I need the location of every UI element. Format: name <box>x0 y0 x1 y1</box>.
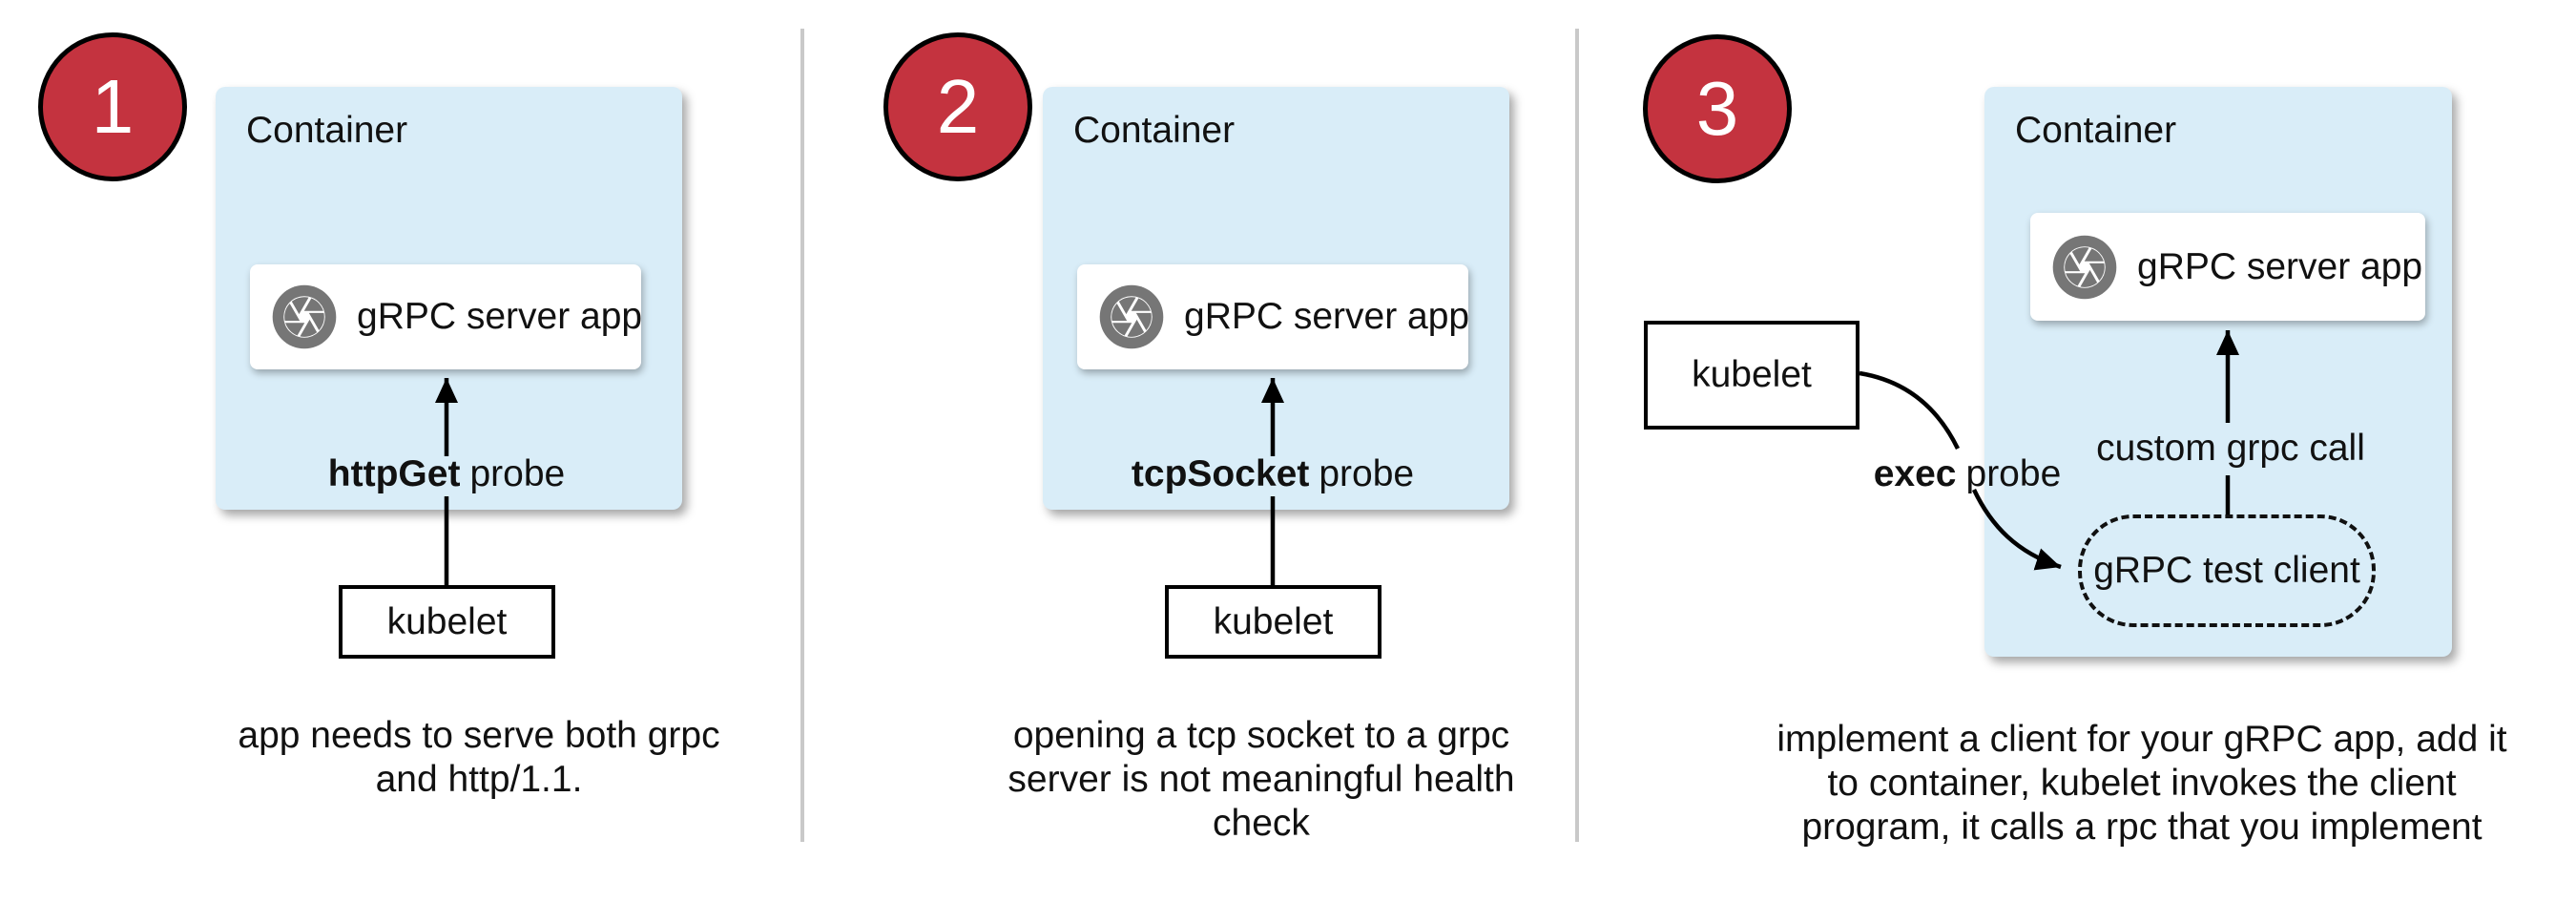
step-number: 2 <box>936 64 980 149</box>
step-number: 1 <box>91 64 135 149</box>
caption-1: app needs to serve both grpc and http/1.… <box>238 715 720 800</box>
container-label: Container <box>2015 110 2177 151</box>
grpc-test-client-box: gRPC test client <box>2078 514 2376 627</box>
grpc-server-app-box-1: gRPC server app <box>250 264 643 369</box>
probe-word: probe <box>1965 453 2062 494</box>
probe-keyword: tcpSocket <box>1131 453 1310 494</box>
grpc-server-app-label: gRPC server app <box>357 296 643 337</box>
custom-grpc-call-label: custom grpc call <box>2096 428 2365 469</box>
step-2-badge: 2 <box>883 32 1032 181</box>
grpc-server-app-label: gRPC server app <box>2137 245 2423 287</box>
kubelet-box-2: kubelet <box>1165 585 1381 659</box>
step-1-badge: 1 <box>38 32 187 181</box>
step-3-badge: 3 <box>1643 34 1792 183</box>
probe-keyword: httpGet <box>327 453 461 494</box>
kubelet-label: kubelet <box>1213 600 1334 642</box>
aperture-icon <box>1099 284 1164 349</box>
caption-2: opening a tcp socket to a grpc server is… <box>1008 715 1515 844</box>
panel-divider <box>800 29 804 842</box>
kubelet-box-3: kubelet <box>1644 321 1859 430</box>
aperture-icon <box>2052 235 2117 299</box>
kubelet-label: kubelet <box>386 600 508 642</box>
container-label: Container <box>1073 110 1236 151</box>
aperture-icon <box>272 284 337 349</box>
probe-word: probe <box>469 453 566 494</box>
caption-3: implement a client for your gRPC app, ad… <box>1776 719 2507 848</box>
grpc-server-app-label: gRPC server app <box>1184 296 1470 337</box>
grpc-test-client-label: gRPC test client <box>2093 550 2360 591</box>
container-label: Container <box>246 110 408 151</box>
step-number: 3 <box>1695 66 1739 151</box>
grpc-server-app-box-2: gRPC server app <box>1077 264 1470 369</box>
kubelet-box-1: kubelet <box>339 585 555 659</box>
probe-word: probe <box>1319 453 1415 494</box>
kubelet-label: kubelet <box>1692 354 1812 395</box>
grpc-server-app-box-3: gRPC server app <box>2030 213 2425 321</box>
probe-keyword: exec <box>1873 453 1957 494</box>
kubelet-to-exec-curve <box>1859 370 1961 450</box>
panel-divider <box>1575 29 1579 842</box>
container-box-3: Container <box>1984 87 2452 657</box>
